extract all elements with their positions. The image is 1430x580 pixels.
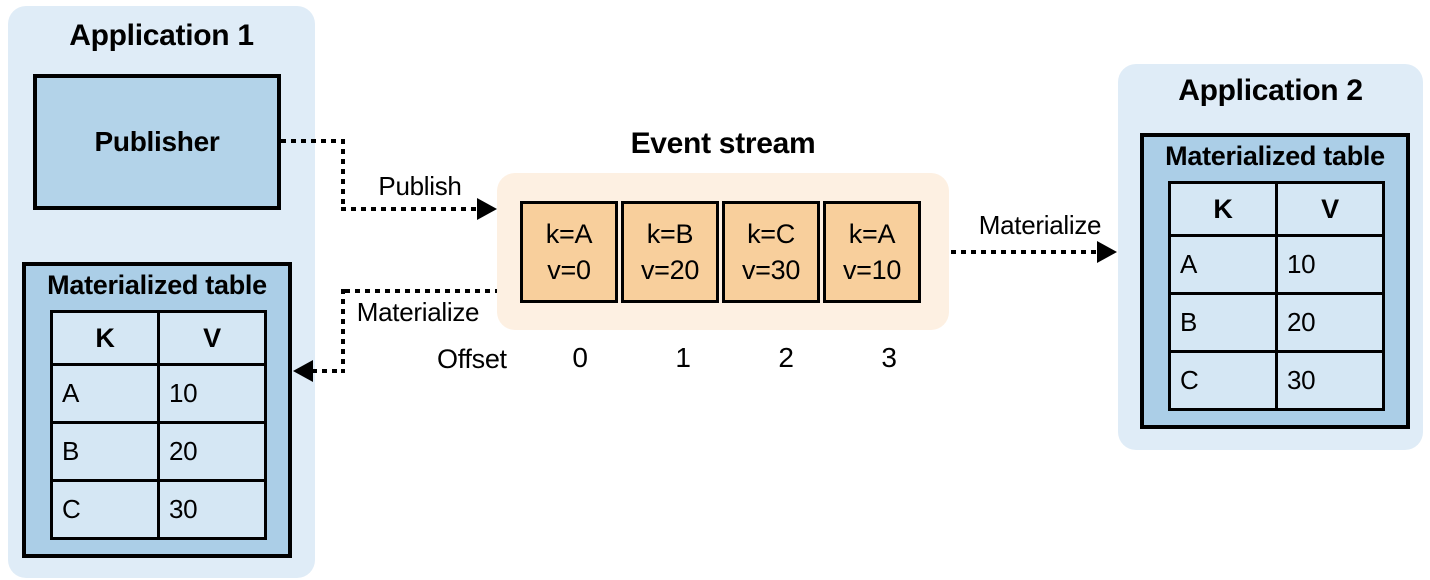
event-value: v=20: [640, 255, 700, 285]
app2-header-v: V: [1275, 181, 1385, 237]
event-key: k=C: [747, 218, 795, 249]
value-cell: 10: [157, 363, 267, 424]
event-box-3: k=A v=10: [823, 201, 921, 303]
table-row: A 10: [50, 363, 267, 424]
event-value: v=30: [741, 255, 801, 285]
event-box-1: k=B v=20: [621, 201, 719, 303]
table-row: C 30: [50, 479, 267, 540]
app2-table-title: Materialized table: [1165, 141, 1385, 171]
offset-3: 3: [881, 342, 897, 373]
event-key: k=A: [545, 218, 593, 249]
publisher-label: Publisher: [94, 126, 220, 157]
table-row: B 20: [50, 421, 267, 482]
app1-header-v: V: [157, 310, 267, 366]
app2-materialized-table: Materialized table K V A 10 B 20 C 30: [1140, 133, 1410, 429]
materialize-right-segment: [951, 250, 1098, 254]
table-row: C 30: [1168, 350, 1385, 411]
value-cell: 30: [1275, 350, 1385, 411]
app2-title: Application 2: [1178, 74, 1363, 107]
materialize-left-arrowhead-icon: [293, 360, 313, 382]
materialize-left-segment-1: [345, 289, 497, 293]
offset-2: 2: [778, 342, 794, 373]
publish-arrow-segment-3: [341, 207, 478, 211]
key-cell: C: [1168, 350, 1278, 411]
key-cell: A: [1168, 234, 1278, 295]
app1-materialized-table: Materialized table K V A 10 B 20 C 30: [22, 262, 292, 558]
key-cell: B: [50, 421, 160, 482]
event-key: k=B: [646, 218, 694, 249]
offset-label: Offset: [437, 344, 507, 374]
offset-1: 1: [675, 342, 691, 373]
value-cell: 30: [157, 479, 267, 540]
app2-header-k: K: [1168, 181, 1278, 237]
app2-kv-table: K V A 10 B 20 C 30: [1168, 181, 1385, 411]
materialize-left-segment-3: [312, 369, 345, 373]
app1-container: Application 1 Publisher Materialized tab…: [8, 6, 315, 578]
publisher-box: Publisher: [33, 74, 281, 210]
table-row: A 10: [1168, 234, 1385, 295]
app2-container: Application 2 Materialized table K V A 1…: [1118, 64, 1423, 450]
publish-arrowhead-icon: [477, 198, 497, 220]
publish-label: Publish: [378, 171, 462, 201]
app1-title: Application 1: [69, 19, 254, 52]
app1-kv-table: K V A 10 B 20 C 30: [50, 310, 267, 540]
table-row: B 20: [1168, 292, 1385, 353]
event-row: k=A v=0 k=B v=20 k=C v=30 k=A v=10: [520, 201, 921, 303]
value-cell: 20: [1275, 292, 1385, 353]
publish-arrow-segment-2: [341, 139, 345, 211]
event-box-0: k=A v=0: [520, 201, 618, 303]
event-value: v=10: [842, 255, 902, 285]
key-cell: A: [50, 363, 160, 424]
key-cell: C: [50, 479, 160, 540]
materialize-right-label: Materialize: [978, 210, 1102, 240]
key-cell: B: [1168, 292, 1278, 353]
event-key: k=A: [848, 218, 896, 249]
app2-header-row: K V: [1168, 181, 1385, 237]
event-box-2: k=C v=30: [722, 201, 820, 303]
event-stream-title: Event stream: [630, 127, 816, 160]
app1-header-k: K: [50, 310, 160, 366]
value-cell: 20: [157, 421, 267, 482]
event-value: v=0: [547, 255, 591, 285]
app1-table-title: Materialized table: [47, 270, 267, 300]
materialize-left-segment-2: [341, 289, 345, 373]
event-stream-container: k=A v=0 k=B v=20 k=C v=30 k=A v=10: [497, 173, 949, 330]
offset-0: 0: [572, 342, 588, 373]
app1-header-row: K V: [50, 310, 267, 366]
publish-arrow-segment-1: [281, 139, 345, 143]
value-cell: 10: [1275, 234, 1385, 295]
materialize-left-label: Materialize: [356, 297, 480, 327]
materialize-right-arrowhead-icon: [1097, 241, 1117, 263]
